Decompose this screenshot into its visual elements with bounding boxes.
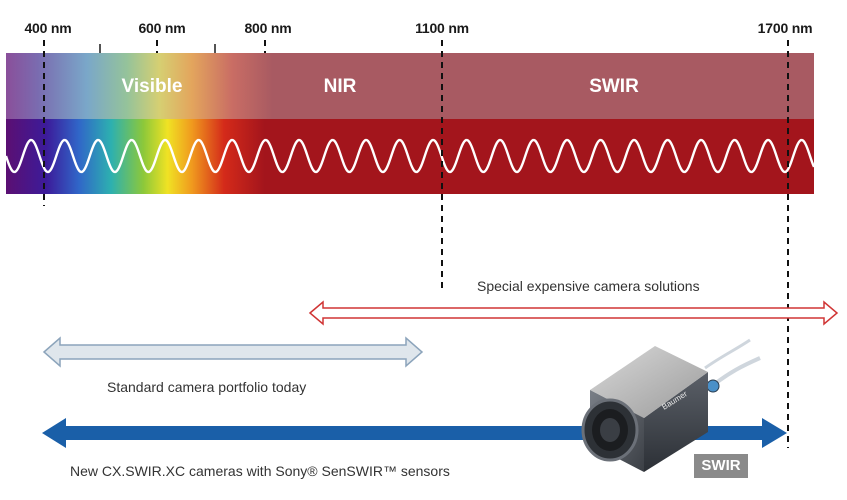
standard-range-label: Standard camera portfolio today [107,379,307,395]
standard-range-arrow [42,336,424,368]
spectrum-upper-band [6,53,814,119]
special-range-label: Special expensive camera solutions [477,278,700,294]
swir-badge: SWIR [694,454,748,478]
band-visible-label: Visible [121,76,183,97]
wave-line [4,138,816,174]
band-nir-label: NIR [323,76,357,97]
label-1100nm: 1100 nm [415,20,469,36]
new-range-label: New CX.SWIR.XC cameras with Sony® SenSWI… [70,463,450,479]
new-range-arrow [42,418,787,448]
special-range-arrow [308,300,839,326]
wavelength-markers [43,40,789,448]
label-400nm: 400 nm [24,20,72,36]
label-600nm: 600 nm [138,20,186,36]
band-swir-label: SWIR [589,76,639,97]
top-ticks [99,44,216,53]
camera-image: Baumer [581,338,761,472]
label-800nm: 800 nm [244,20,292,36]
label-1700nm: 1700 nm [757,20,813,36]
